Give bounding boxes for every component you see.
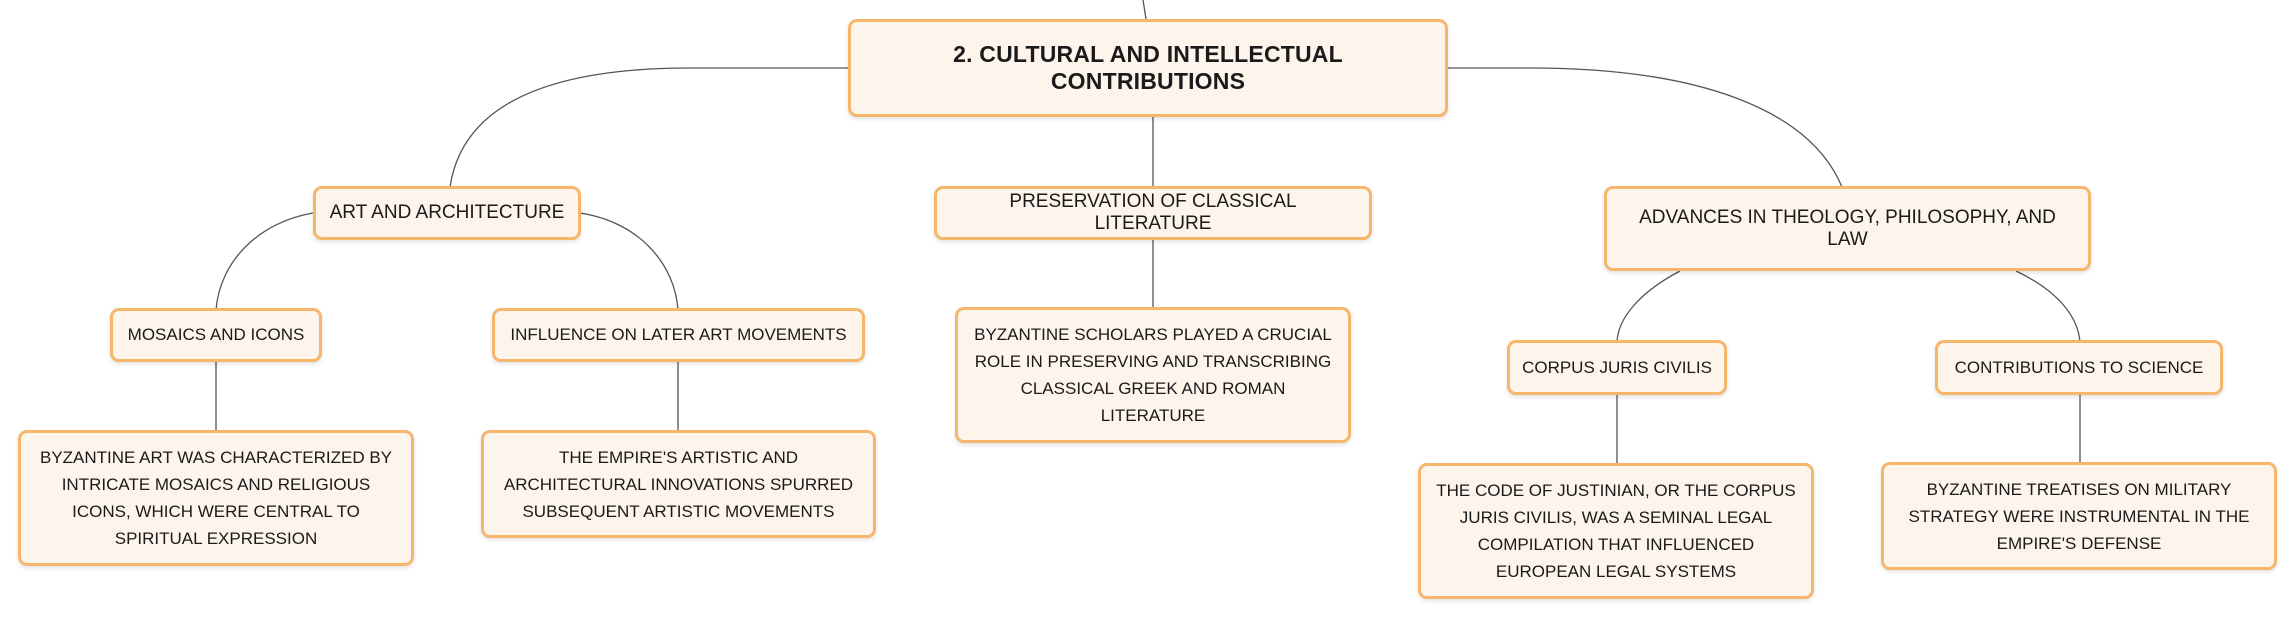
subtopic-label: MOSAICS AND ICONS [127, 325, 305, 344]
connector-root-to-art [449, 67, 848, 188]
root-topic-label: 2. CULTURAL AND INTELLECTUAL CONTRIBUTIO… [953, 41, 1343, 94]
subtopic-label: CONTRIBUTIONS TO SCIENCE [1954, 357, 2204, 377]
connector-advances-to-science [2015, 270, 2081, 343]
detail-mosaics-and-icons[interactable]: BYZANTINE ART WAS CHARACTERIZED BY INTRI… [18, 430, 414, 566]
detail-preservation-of-classical-literature[interactable]: BYZANTINE SCHOLARS PLAYED A CRUCIAL ROLE… [955, 307, 1351, 443]
topic-label: PRESERVATION OF CLASSICAL LITERATURE [1009, 191, 1297, 234]
connector-advances-to-corpus [1616, 270, 1681, 343]
detail-text: THE EMPIRE'S ARTISTIC AND ARCHITECTURAL … [503, 447, 854, 521]
topic-preservation-of-classical-literature[interactable]: PRESERVATION OF CLASSICAL LITERATURE [934, 186, 1372, 240]
detail-contributions-to-science[interactable]: BYZANTINE TREATISES ON MILITARY STRATEGY… [1881, 462, 2277, 570]
detail-corpus-juris-civilis[interactable]: THE CODE OF JUSTINIAN, OR THE CORPUS JUR… [1418, 463, 1814, 599]
detail-text: THE CODE OF JUSTINIAN, OR THE CORPUS JUR… [1436, 481, 1796, 581]
connector-parent-to-root [1142, 0, 1147, 20]
detail-text: BYZANTINE ART WAS CHARACTERIZED BY INTRI… [39, 448, 393, 548]
subtopic-label: CORPUS JURIS CIVILIS [1522, 357, 1712, 377]
subtopic-corpus-juris-civilis[interactable]: CORPUS JURIS CIVILIS [1507, 340, 1727, 395]
subtopic-label: INFLUENCE ON LATER ART MOVEMENTS [510, 325, 847, 344]
connector-art-to-mosaics [215, 212, 314, 311]
subtopic-contributions-to-science[interactable]: CONTRIBUTIONS TO SCIENCE [1935, 340, 2223, 395]
topic-art-and-architecture[interactable]: ART AND ARCHITECTURE [313, 186, 581, 240]
connector-art-to-influence [579, 212, 679, 311]
subtopic-influence-on-later-art-movements[interactable]: INFLUENCE ON LATER ART MOVEMENTS [492, 308, 865, 362]
detail-text: BYZANTINE SCHOLARS PLAYED A CRUCIAL ROLE… [974, 325, 1332, 425]
topic-label: ART AND ARCHITECTURE [329, 202, 565, 223]
topic-label: ADVANCES IN THEOLOGY, PHILOSOPHY, AND LA… [1639, 206, 2056, 250]
detail-influence-on-later-art[interactable]: THE EMPIRE'S ARTISTIC AND ARCHITECTURAL … [481, 430, 876, 538]
topic-advances-in-theology-philosophy-law[interactable]: ADVANCES IN THEOLOGY, PHILOSOPHY, AND LA… [1604, 186, 2091, 271]
root-topic-node[interactable]: 2. CULTURAL AND INTELLECTUAL CONTRIBUTIO… [848, 19, 1448, 117]
connector-root-to-advances [1448, 67, 1843, 188]
detail-text: BYZANTINE TREATISES ON MILITARY STRATEGY… [1908, 479, 2250, 553]
subtopic-mosaics-and-icons[interactable]: MOSAICS AND ICONS [110, 308, 322, 362]
